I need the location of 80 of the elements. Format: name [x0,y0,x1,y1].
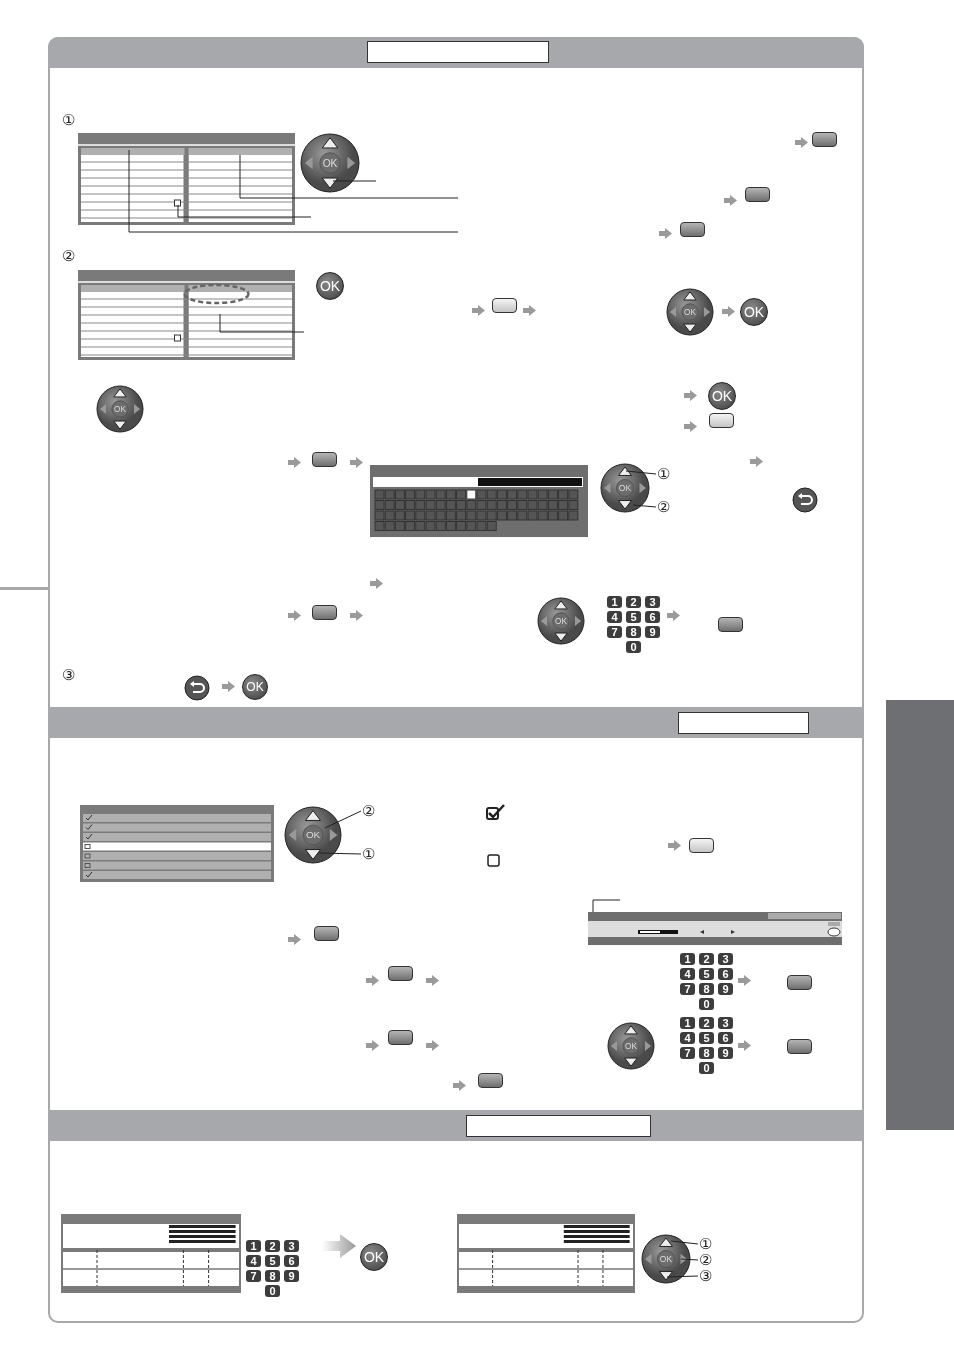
direction-pad: OK [300,133,360,193]
step-number: ③ [62,667,75,682]
step-number: ① [657,466,670,481]
number-key: 5 [626,611,641,623]
number-key: 0 [699,1062,714,1074]
direction-pad: OK [537,597,585,645]
number-key: 4 [607,611,622,623]
number-key: 9 [645,626,660,638]
step-number: ① [62,112,75,127]
direction-pad: OK [641,1234,691,1284]
number-key: 3 [645,596,660,608]
leader-line [666,1275,699,1278]
step-number: ① [362,846,375,861]
number-key: 7 [607,626,622,638]
number-key: 4 [680,1032,695,1044]
step-number: ② [62,248,75,263]
number-key: 8 [699,1047,714,1059]
direction-pad: OK [600,463,650,513]
number-key: 7 [680,983,695,995]
leader-line [670,1240,699,1245]
number-key: 1 [680,1017,695,1029]
direction-pad: OK [607,1022,655,1070]
leader-line [318,852,362,855]
ok-button: OK [708,382,736,410]
number-key: 2 [699,953,714,965]
number-key: 6 [645,611,660,623]
leader-line [680,1258,699,1261]
step-number: ② [699,1252,712,1267]
number-key: 9 [284,1270,299,1282]
step-number: ③ [699,1268,712,1283]
ok-button: OK [242,674,268,700]
ok-button: OK [316,272,344,300]
tv-screen-drawing [78,133,295,225]
leader-line [239,154,459,199]
number-key: 8 [265,1270,280,1282]
number-key: 2 [626,596,641,608]
number-key: 0 [699,998,714,1010]
number-key: 8 [626,626,641,638]
leader-line [128,149,459,233]
number-key: 0 [265,1285,280,1297]
direction-pad: OK [96,385,144,433]
number-key: 6 [718,968,733,980]
ok-button: OK [360,1243,388,1271]
number-key: 6 [718,1032,733,1044]
ok-button: OK [740,298,768,326]
number-key: 7 [246,1270,261,1282]
number-key: 3 [718,1017,733,1029]
number-key: 3 [284,1240,299,1252]
number-key: 3 [718,953,733,965]
leader-line [219,313,305,333]
leader-line [632,504,657,508]
number-key: 0 [626,641,641,653]
side-tab [886,700,954,1130]
leader-line [332,180,377,182]
number-key: 4 [246,1255,261,1267]
number-key: 5 [699,968,714,980]
number-key: 1 [246,1240,261,1252]
direction-pad: OK [284,806,342,864]
number-key: 6 [284,1255,299,1267]
number-key: 2 [699,1017,714,1029]
number-key: 1 [607,596,622,608]
number-key: 5 [265,1255,280,1267]
number-key: 2 [265,1240,280,1252]
number-key: 9 [718,983,733,995]
number-key: 5 [699,1032,714,1044]
step-number: ② [362,803,375,818]
number-key: 4 [680,968,695,980]
step-number: ① [699,1236,712,1251]
tv-screen-drawing [588,912,842,945]
tv-screen-drawing [78,270,295,360]
step-number: ② [657,499,670,514]
leader-line [324,810,362,829]
number-key: 1 [680,953,695,965]
number-key: 8 [699,983,714,995]
leader-line [592,899,621,913]
number-key: 7 [680,1047,695,1059]
number-key: 9 [718,1047,733,1059]
leader-line [177,204,312,218]
direction-pad: OK [666,288,714,336]
leader-line [625,470,657,475]
